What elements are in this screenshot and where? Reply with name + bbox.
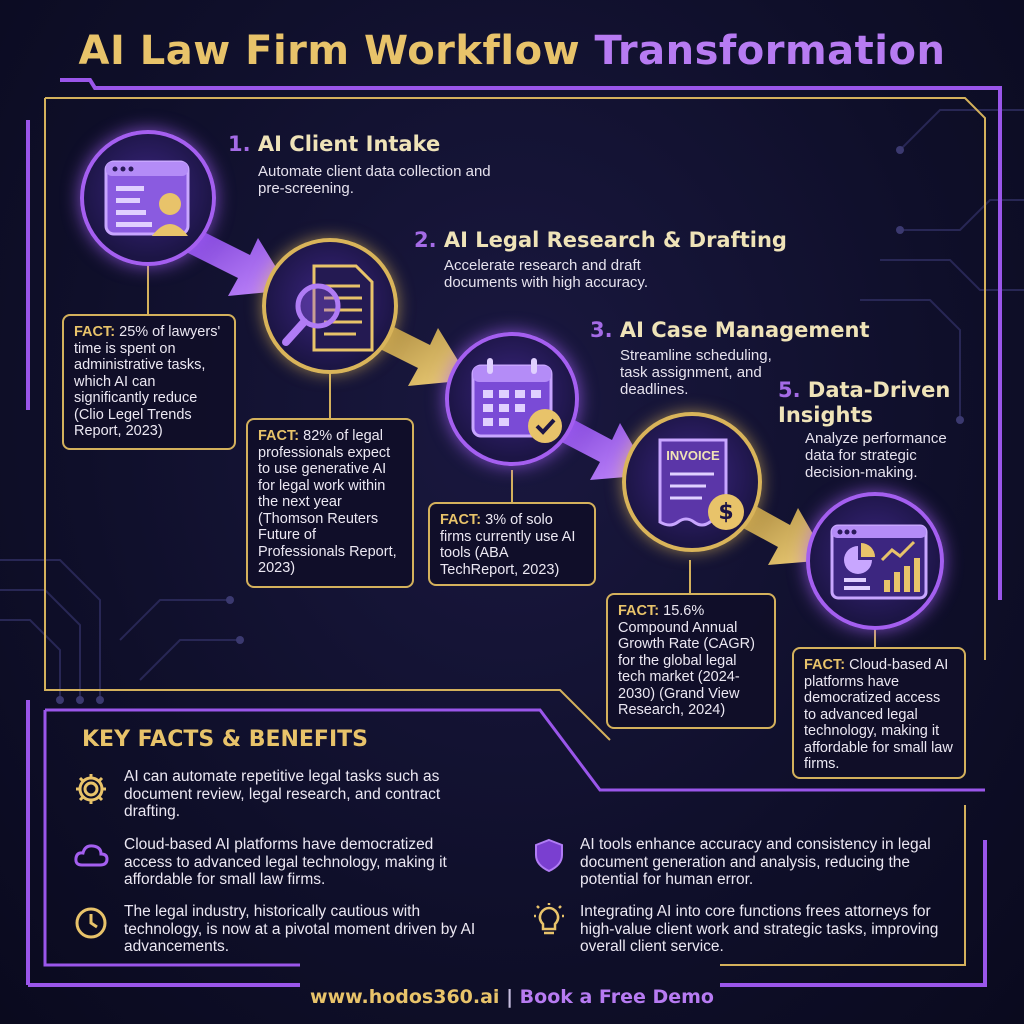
book-demo-link[interactable]: Book a Free Demo [519, 986, 714, 1008]
key-fact-1: AI can automate repetitive legal tasks s… [124, 768, 441, 820]
page-title: AI Law Firm Workflow Transformation [0, 28, 1024, 74]
fact-box-4: FACT: 15.6% Compound Annual Growth Rate … [606, 593, 776, 729]
title-part-purple: Transformation [594, 28, 946, 74]
step-1-title: 1. AI Client Intake [228, 132, 440, 156]
fact-text: 25% of lawyers' time is spent on adminis… [74, 324, 221, 439]
shield-icon [535, 838, 563, 873]
fact-box-3: FACT: 3% of solo firms currently use AI … [428, 502, 596, 586]
analytics-dashboard-icon [830, 524, 928, 600]
step-1-title-text: AI Client Intake [257, 132, 441, 156]
gear-icon [76, 774, 106, 804]
step-5-number: 5. [778, 378, 801, 402]
fact-label: FACT: [804, 657, 846, 673]
key-fact-5: Integrating AI into core functions frees… [580, 903, 939, 955]
footer: www.hodos360.ai | Book a Free Demo [0, 986, 1024, 1008]
case-management-circle [445, 332, 579, 466]
clock-icon [75, 907, 107, 939]
step-2-title-text: AI Legal Research & Drafting [443, 228, 787, 252]
fact-text: 15.6% Compound Annual Growth Rate (CAGR)… [618, 603, 755, 718]
key-facts-heading: KEY FACTS & BENEFITS [82, 727, 368, 752]
invoice-icon: INVOICE $ [658, 438, 744, 530]
step-5-title: 5. Data-Driven Insights [778, 378, 978, 428]
client-intake-circle [80, 130, 216, 266]
key-fact-3: The legal industry, historically cautiou… [124, 903, 476, 955]
fact-text: 3% of solo firms currently use AI tools … [440, 512, 576, 578]
step-2-number: 2. [414, 228, 437, 252]
fact-label: FACT: [258, 428, 300, 444]
invoice-circle: INVOICE $ [622, 412, 762, 552]
insights-circle [806, 492, 944, 630]
legal-research-circle [262, 238, 398, 374]
svg-text:$: $ [718, 500, 733, 525]
calendar-check-icon [471, 358, 562, 443]
document-search-icon [282, 264, 374, 352]
lightbulb-icon [534, 903, 564, 935]
step-1-number: 1. [228, 132, 251, 156]
step-5-description: Analyze performance data for strategic d… [805, 430, 947, 481]
website-link[interactable]: www.hodos360.ai [310, 986, 500, 1008]
cloud-icon [74, 844, 109, 867]
key-fact-2: Cloud-based AI platforms have democratiz… [124, 836, 447, 888]
step-3-description: Streamline scheduling, task assignment, … [620, 347, 772, 398]
fact-text: Cloud-based AI platforms have democratiz… [804, 657, 953, 772]
step-3-title: 3. AI Case Management [590, 318, 870, 342]
step-1-description: Automate client data collection and pre-… [258, 163, 491, 197]
fact-box-2: FACT: 82% of legal professionals expect … [246, 418, 414, 588]
client-profile-icon [104, 160, 190, 236]
step-3-title-text: AI Case Management [619, 318, 870, 342]
invoice-icon-label: INVOICE [666, 448, 720, 463]
fact-label: FACT: [74, 324, 116, 340]
footer-separator: | [506, 986, 514, 1008]
key-fact-4: AI tools enhance accuracy and consistenc… [580, 836, 931, 888]
fact-label: FACT: [618, 603, 660, 619]
step-5-title-text: Data-Driven Insights [778, 378, 951, 427]
step-2-description: Accelerate research and draft documents … [444, 257, 648, 291]
fact-label: FACT: [440, 512, 482, 528]
step-3-number: 3. [590, 318, 613, 342]
fact-box-5: FACT: Cloud-based AI platforms have demo… [792, 647, 966, 779]
fact-text: 82% of legal professionals expect to use… [258, 428, 397, 576]
step-2-title: 2. AI Legal Research & Drafting [414, 228, 787, 252]
title-part-gold: AI Law Firm Workflow [78, 28, 581, 74]
fact-box-1: FACT: 25% of lawyers' time is spent on a… [62, 314, 236, 450]
